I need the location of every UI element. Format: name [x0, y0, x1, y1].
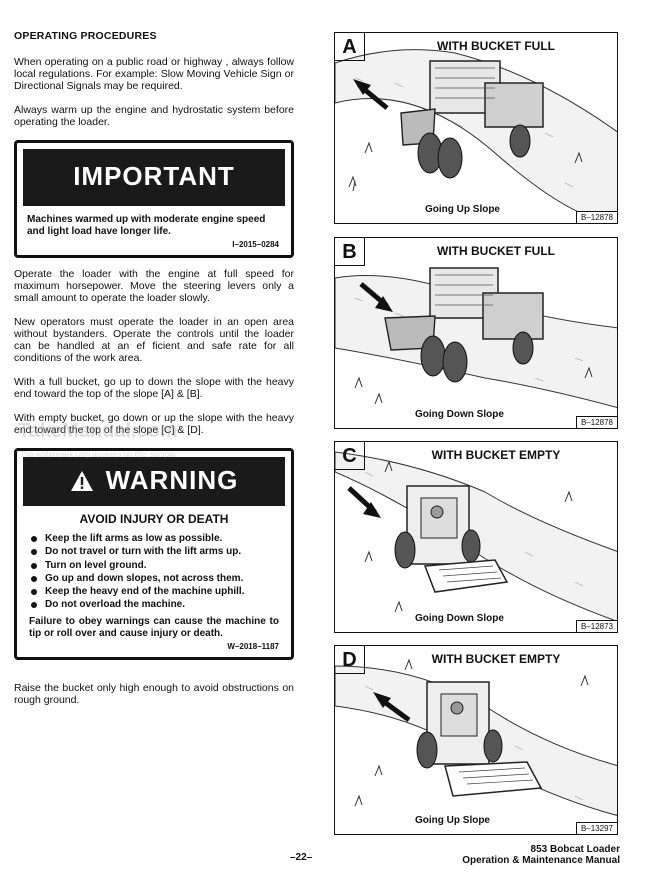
- paragraph-raise-bucket: Raise the bucket only high enough to avo…: [14, 681, 294, 706]
- section-heading: OPERATING PROCEDURES: [14, 30, 157, 42]
- warning-code: W–2018–1187: [227, 641, 279, 651]
- panel-caption-b: Going Down Slope: [415, 409, 504, 420]
- important-body: Machines warmed up with moderate engine …: [27, 214, 266, 237]
- important-notice: IMPORTANT Machines warmed up with modera…: [14, 140, 294, 258]
- warning-subtitle: AVOID INJURY OR DEATH: [79, 512, 229, 526]
- loader-up-slope-empty-illustration: [335, 658, 617, 816]
- figure-panel-c: C WITH BUCKET EMPTY Going Down Slope B–1…: [334, 441, 618, 633]
- paragraph-new-operators: New operators must operate the loader in…: [14, 316, 294, 364]
- figure-panel-d: D WITH BUCKET EMPTY Going Up Slope B–132…: [334, 645, 618, 835]
- bullet-icon: [31, 549, 37, 556]
- panel-title-c: WITH BUCKET EMPTY: [431, 448, 561, 462]
- loader-up-slope-illustration: [335, 49, 617, 223]
- warning-bullet: Keep the heavy end of the machine uphill…: [31, 585, 285, 598]
- panel-letter-a: A: [335, 33, 365, 61]
- panel-title-b: WITH BUCKET FULL: [437, 244, 555, 258]
- warning-bullet: Keep the lift arms as low as possible.: [31, 532, 285, 545]
- manual-title-line1: 853 Bobcat Loader: [530, 844, 620, 855]
- warning-bullet: Turn on level ground.: [31, 559, 285, 572]
- panel-caption-d: Going Up Slope: [415, 815, 490, 826]
- panel-title-a: WITH BUCKET FULL: [437, 39, 555, 53]
- warning-bullet: Do not overload the machine.: [31, 598, 285, 611]
- panel-letter-b: B: [335, 238, 365, 266]
- warning-banner: WARNING: [23, 457, 285, 506]
- important-code: I–2015–0284: [232, 240, 279, 249]
- warning-bullet-list: Keep the lift arms as low as possible. D…: [23, 532, 285, 612]
- panel-caption-c: Going Down Slope: [415, 613, 504, 624]
- warning-notice: WARNING AVOID INJURY OR DEATH Keep the l…: [14, 448, 294, 660]
- paragraph-warmup: Always warm up the engine and hydrostati…: [14, 104, 294, 128]
- panel-letter-d: D: [335, 646, 365, 674]
- panel-code-a: B–12878: [575, 211, 617, 223]
- bullet-icon: [31, 562, 37, 569]
- panel-code-d: B–13297: [575, 822, 617, 834]
- loader-down-slope-full-illustration: [335, 267, 617, 408]
- page-number: –22–: [290, 852, 313, 863]
- loader-down-slope-empty-illustration: [335, 451, 617, 622]
- paragraph-full-speed: Operate the loader with the engine at fu…: [14, 268, 294, 304]
- warning-banner-text: WARNING: [105, 465, 239, 495]
- warning-bullet: Do not travel or turn with the lift arms…: [31, 545, 285, 558]
- manual-title: 853 Bobcat Loader Operation & Maintenanc…: [462, 844, 620, 866]
- warning-footer: Failure to obey warnings can cause the m…: [29, 615, 279, 639]
- manual-title-line2: Operation & Maintenance Manual: [462, 855, 620, 866]
- panel-letter-c: C: [335, 442, 365, 470]
- paragraph-empty-bucket: With empty bucket, go down or up the slo…: [14, 412, 294, 436]
- bullet-icon: [31, 602, 37, 609]
- important-banner: IMPORTANT: [23, 149, 285, 206]
- left-column: OPERATING PROCEDURES When operating on a…: [14, 30, 294, 718]
- panel-title-d: WITH BUCKET EMPTY: [431, 652, 561, 666]
- paragraph-full-bucket: With a full bucket, go up to down the sl…: [14, 376, 294, 400]
- bullet-icon: [31, 589, 37, 596]
- panel-code-b: B–12878: [575, 416, 617, 428]
- panel-caption-a: Going Up Slope: [425, 204, 500, 215]
- figure-panel-b: B WITH BUCKET FULL Going Down Slope B–12…: [334, 237, 618, 429]
- bullet-icon: [31, 536, 37, 542]
- bullet-icon: [31, 575, 37, 582]
- figure-panel-a: A WITH BUCKET FULL Going Up Slope B–1287…: [334, 32, 618, 224]
- warning-bullet: Go up and down slopes, not across them.: [31, 572, 285, 585]
- warning-triangle-icon: [70, 470, 93, 491]
- panel-code-c: B–12873: [575, 620, 617, 632]
- paragraph-road: When operating on a public road or highw…: [14, 56, 294, 92]
